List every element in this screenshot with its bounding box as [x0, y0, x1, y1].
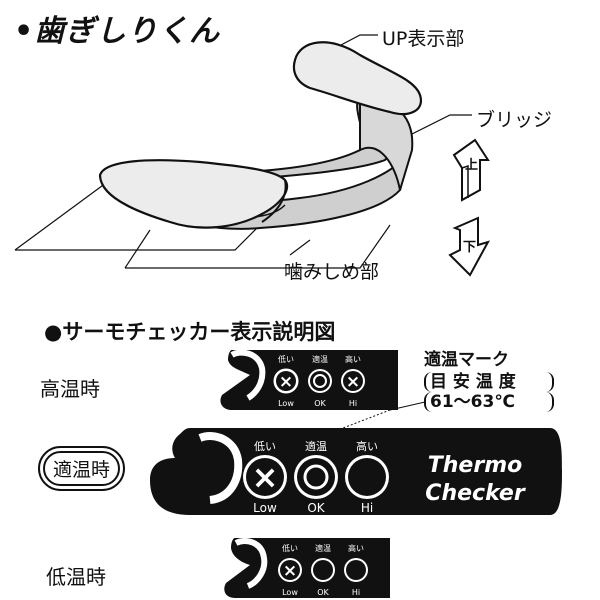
brand-line2: Checker	[425, 481, 526, 506]
checker-proper: ×	[150, 428, 562, 515]
brand-line1: Thermo	[428, 453, 522, 478]
svg-text:×: ×	[346, 372, 360, 392]
thermo-section-title: ●サーモチェッカー表示説明図	[44, 320, 336, 344]
high-bot-hi: Hi	[349, 399, 357, 408]
svg-text:×: ×	[279, 372, 293, 392]
proper-top-hi: 高い	[356, 439, 378, 453]
row-label-proper: 適温時	[43, 451, 121, 486]
up-arrow-label: 上	[465, 158, 479, 173]
high-top-ok: 適温	[312, 354, 328, 364]
svg-text:×: ×	[283, 561, 297, 581]
label-bite-part: 噛みしめ部	[284, 261, 380, 283]
low-top-ok: 適温	[315, 543, 331, 553]
up-pad-shape	[292, 41, 423, 116]
proper-bot-ok: OK	[307, 501, 325, 515]
proper-mark-note: 適温マーク 目 安 温 度 61～63℃	[424, 350, 554, 412]
down-arrow-icon	[448, 216, 491, 277]
product-title: •歯ぎしりくん	[14, 6, 220, 50]
high-top-hi: 高い	[345, 354, 361, 364]
low-bot-ok: OK	[317, 588, 329, 597]
mark-title: 適温マーク	[424, 350, 509, 370]
title-bullet: •	[14, 14, 35, 49]
proper-top-ok: 適温	[305, 439, 327, 453]
low-bot-low: Low	[282, 588, 298, 597]
low-bot-hi: Hi	[352, 588, 360, 597]
mark-sub: 目 安 温 度	[424, 372, 554, 392]
thermo-checkers: × × 低い 適温 高い Low OK Hi × 低い 適温 高い Low OK…	[150, 349, 562, 598]
checker-low: ×	[224, 537, 390, 598]
proper-bot-low: Low	[253, 501, 277, 515]
title-text: 歯ぎしりくん	[34, 14, 221, 49]
high-bot-ok: OK	[314, 399, 326, 408]
row-label-low: 低温時	[46, 565, 106, 589]
down-arrow-label: 下	[463, 240, 477, 255]
high-bot-low: Low	[278, 399, 294, 408]
svg-text:×: ×	[252, 458, 279, 496]
mouthguard-illustration	[14, 34, 491, 277]
proper-bot-hi: Hi	[361, 501, 373, 515]
low-top-low: 低い	[282, 543, 298, 553]
checker-high: × ×	[220, 349, 398, 410]
label-bridge: ブリッジ	[476, 109, 553, 131]
high-top-low: 低い	[278, 354, 294, 364]
proper-top-low: 低い	[254, 440, 276, 453]
row-label-high: 高温時	[40, 377, 100, 401]
label-up-part: UP表示部	[382, 28, 465, 50]
low-top-hi: 高い	[348, 543, 364, 553]
row-label-proper-frame: 適温時	[38, 446, 126, 491]
up-arrow-icon	[452, 138, 490, 202]
